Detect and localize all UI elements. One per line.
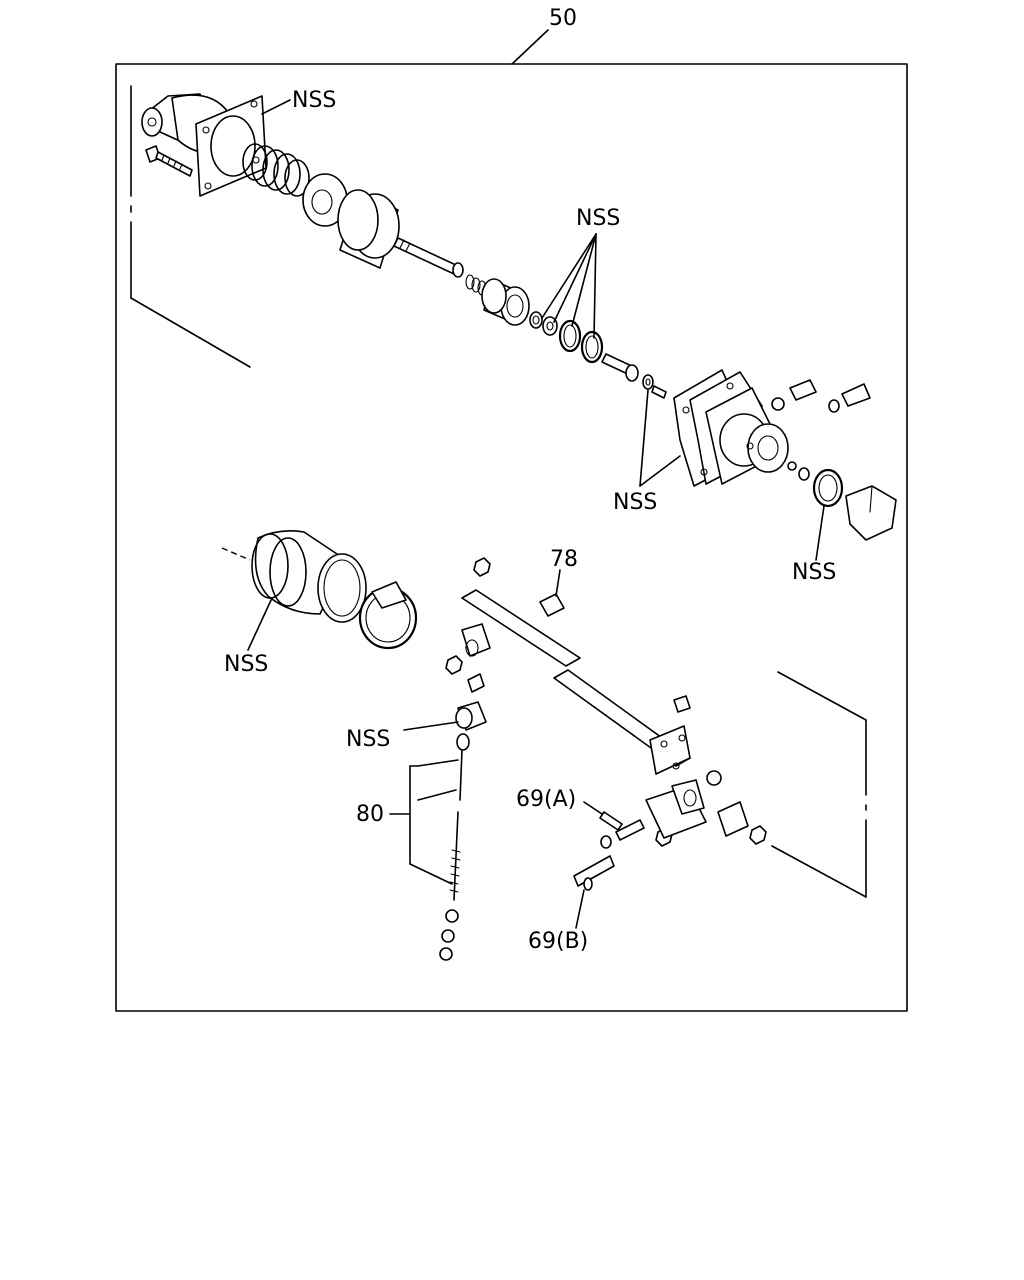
diagram-frame [115,63,908,1012]
nss-leader-top-left [261,99,291,115]
nss-label-top-left: NSS [292,88,336,113]
ref-69b-label: 69(B) [528,929,588,954]
lever-arm [461,589,691,775]
lower-bracket-lines [771,671,867,898]
push-rod [393,237,464,278]
ref-69b-leader [575,889,585,929]
ref-80-bracket [389,759,459,885]
upper-bracket-lines [130,85,251,368]
valve-stem [601,353,667,399]
nss-leaders-seal-group [541,233,597,339]
assembly-leader-line [511,29,549,65]
nss-leader-bushing [403,721,459,731]
return-spring [242,143,310,197]
ref-78-label: 78 [550,547,578,572]
ref-69a-leader [583,801,603,815]
ref-78-leader [555,569,561,597]
mounting-bolt [145,145,193,177]
master-piston [481,278,530,326]
assembly-number-label: 50 [549,6,577,31]
cylinder-body [141,93,267,197]
hose-clamp [358,581,418,650]
nss-leader-gasket [815,505,825,561]
nss-leaders-housing [639,389,681,487]
ref-80-label: 80 [356,802,384,827]
clevis-pins [573,811,645,891]
adjusting-rod [439,733,470,961]
bushing [455,701,487,731]
seal-rings [529,311,604,364]
nss-label-boot: NSS [224,652,268,677]
outlet-plug [798,467,897,541]
nss-leader-boot [247,597,273,651]
small-spring [465,274,487,296]
nss-label-housing: NSS [613,490,657,515]
bleeder-fittings [771,379,871,413]
clevis-yoke [600,770,749,849]
rubber-boot [221,530,367,623]
ref-69a-label: 69(A) [516,787,576,812]
nss-label-bushing: NSS [346,727,390,752]
nss-label-seal-group: NSS [576,206,620,231]
nss-label-gasket: NSS [792,560,836,585]
master-housing [673,369,797,487]
piston-cup [337,189,400,269]
